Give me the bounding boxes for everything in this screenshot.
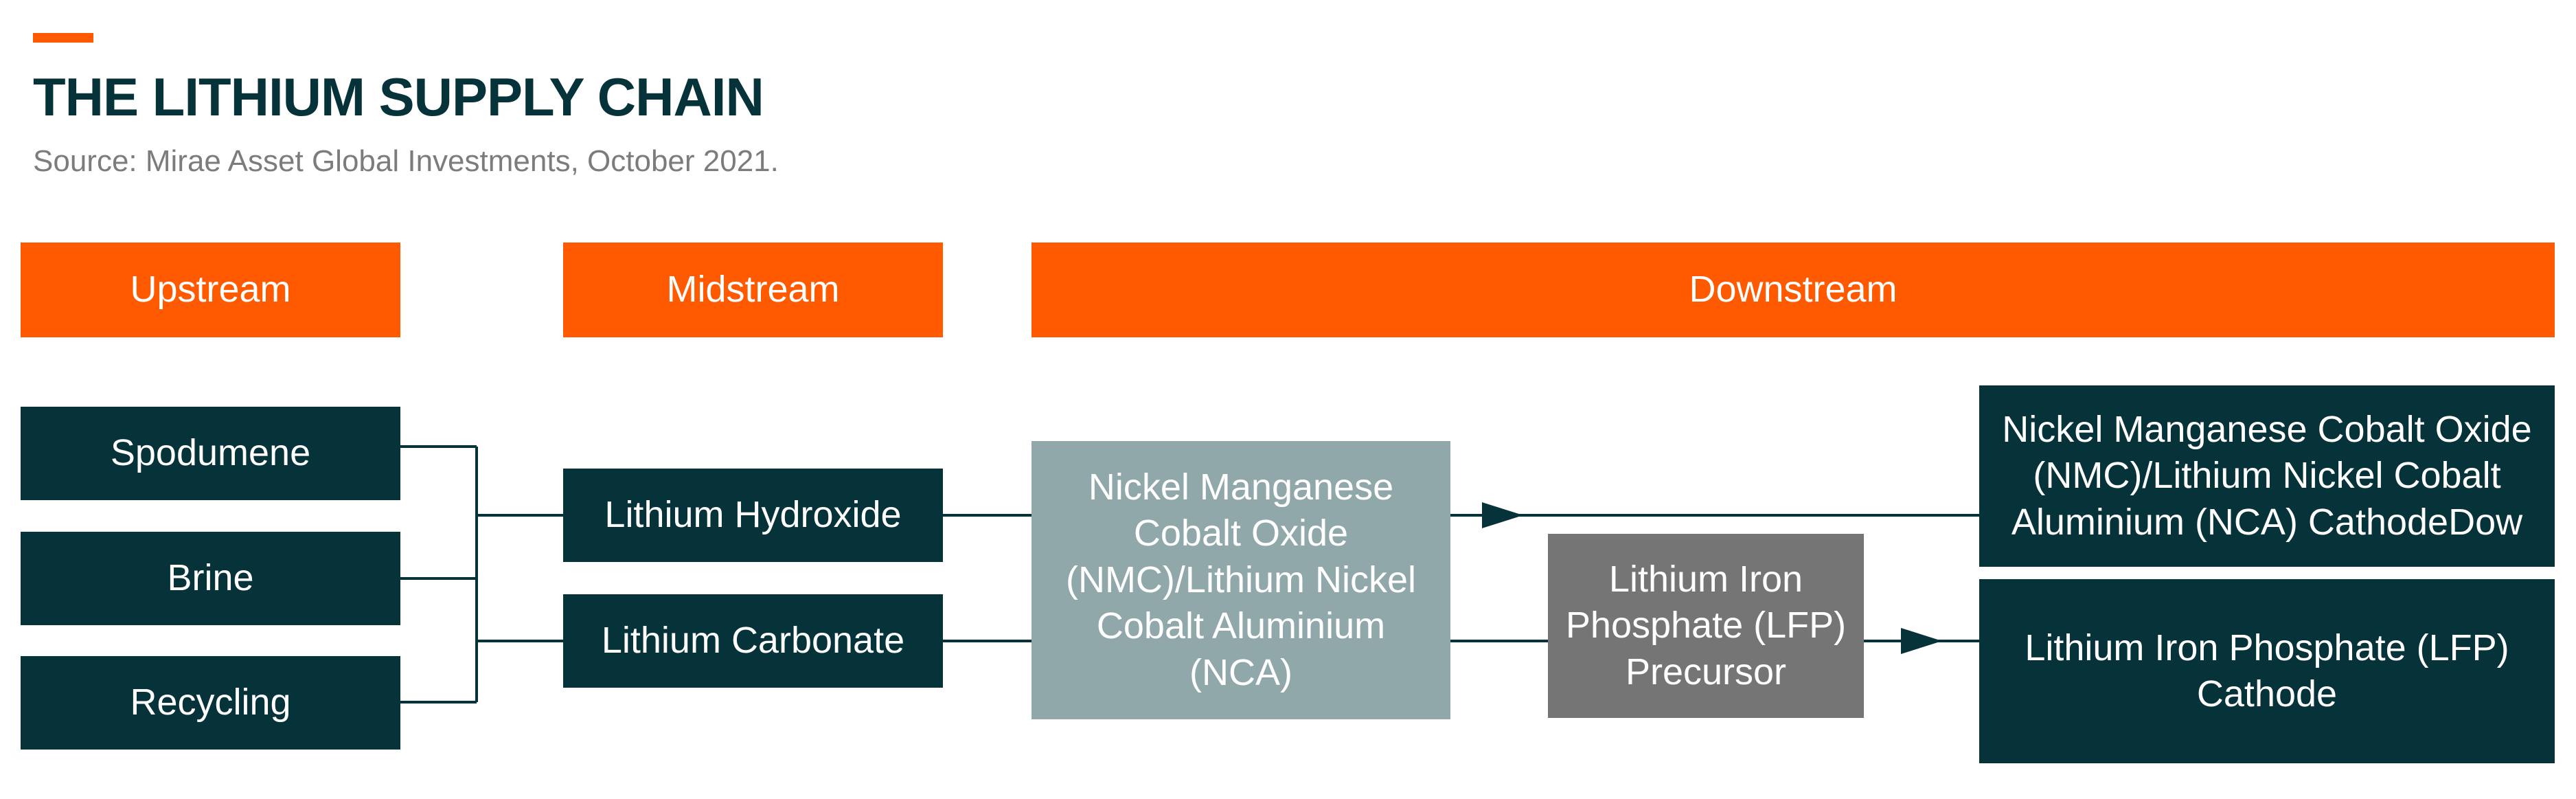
source-note: Source: Mirae Asset Global Investments, … [33,144,779,178]
node-spodumene: Spodumene [21,407,400,500]
arrow-head-lfp [1901,628,1942,654]
stage-upstream: Upstream [21,243,400,337]
node-lithium-carbonate: Lithium Carbonate [563,594,943,688]
node-nmc-nca-cathode: Nickel Manganese Cobalt Oxide (NMC)/Lith… [1979,385,2555,567]
accent-bar [33,33,93,43]
node-brine: Brine [21,532,400,625]
page-title: THE LITHIUM SUPPLY CHAIN [33,67,764,127]
node-lithium-hydroxide: Lithium Hydroxide [563,469,943,562]
node-nmc-nca-precursor: Nickel Manganese Cobalt Oxide (NMC)/Lith… [1031,441,1450,719]
stage-midstream: Midstream [563,243,943,337]
arrow-head-nmc [1482,502,1523,528]
node-lfp-precursor: Lithium Iron Phosphate (LFP) Precursor [1548,534,1864,718]
stage-downstream: Downstream [1031,243,2555,337]
node-recycling: Recycling [21,656,400,750]
node-lfp-cathode: Lithium Iron Phosphate (LFP) Cathode [1979,579,2555,763]
